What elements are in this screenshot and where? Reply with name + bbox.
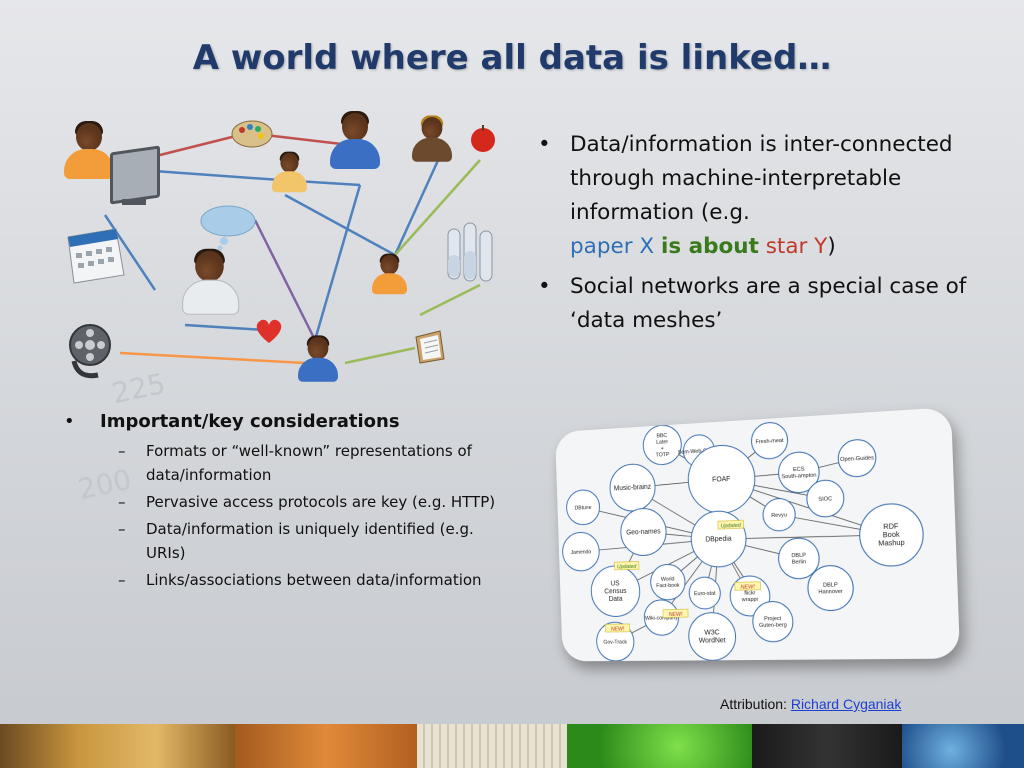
diagram-node (806, 479, 844, 517)
bottom-photo-strip (0, 724, 1024, 768)
person-icon (182, 248, 244, 328)
chalkboard-photo (752, 724, 902, 768)
diagram-node (752, 601, 793, 642)
diagram-node-label: flickrwrappr (741, 590, 758, 603)
diagram-node (763, 498, 796, 532)
diagram-node-label: Revyu (771, 512, 787, 519)
diagram-node (751, 422, 788, 460)
list-item: Pervasive access protocols are key (e.g.… (64, 490, 504, 514)
diagram-node (609, 463, 656, 512)
diagram-badge-label: Updated (617, 564, 638, 571)
green-photo (567, 724, 752, 768)
diagram-node-label: Wiki-company (645, 615, 678, 622)
diagram-node-label: DBLPBerlin (791, 553, 806, 566)
paper-x-text: paper X (570, 234, 655, 259)
list-item: Links/associations between data/informat… (64, 568, 504, 592)
test-tubes-icon (447, 222, 493, 282)
diagram-node-label: DBpedia (705, 535, 732, 543)
list-item: Formats or “well-known” representations … (64, 439, 504, 487)
computer-icon (110, 145, 160, 205)
network-links (103, 133, 481, 365)
diagram-node (778, 538, 820, 580)
diagram-node-label: Jamendo (570, 549, 591, 556)
heart-icon (256, 319, 282, 343)
linked-data-cloud-svg: BBCLater+TOTP Sem-Web-Central Fresh-meatOp… (555, 407, 960, 661)
diagram-node-label: USCensusData (604, 580, 627, 603)
diagram-node-label: Gov-Track (603, 639, 627, 645)
diagram-node-label: ProjectGuten-berg (759, 616, 787, 629)
bullet-data-interconnected: Data/information is inter-connected thro… (538, 128, 968, 264)
diagram-node (838, 439, 877, 478)
person-icon (372, 253, 407, 295)
diagram-node-label: DBtune (575, 505, 592, 512)
slide-title: A world where all data is linked… (192, 38, 832, 78)
network-illustration (50, 105, 520, 395)
diagram-node-label: DBLPHannover (818, 582, 843, 595)
is-about-text: is about (660, 234, 759, 259)
diagram-node (687, 444, 756, 515)
diagram-node (807, 565, 854, 611)
diagram-node-label: WorldFact-book (656, 577, 680, 590)
diagram-badge (718, 520, 744, 529)
diagram-node (620, 508, 667, 557)
paper-photo (417, 724, 567, 768)
palette-icon (231, 120, 273, 148)
clipboard-icon (415, 330, 445, 364)
diagram-node-label: SIOC (818, 496, 832, 503)
diagram-node-label: Music-brainz (614, 484, 652, 493)
diagram-node (643, 424, 682, 465)
person-icon (298, 335, 338, 382)
left-bullet-list: Important/key considerations Formats or … (64, 408, 504, 592)
globe-photo (902, 724, 1024, 768)
diagram-node-label: Sem-Web-Central (678, 447, 721, 455)
books-photo (0, 724, 235, 768)
diagram-node (591, 565, 641, 617)
diagram-node-label: W3CWordNet (698, 629, 725, 644)
diagram-node (644, 600, 679, 636)
diagram-node (650, 564, 686, 600)
star-y-text: star Y (765, 234, 828, 259)
diagram-node (859, 503, 925, 567)
diagram-node-label: Open-Guides (840, 455, 875, 463)
considerations-heading: Important/key considerations (64, 408, 504, 436)
diagram-node-label: BBCLater+TOTP (655, 433, 670, 459)
diagram-node (778, 451, 820, 493)
diagram-badge-label: NEW! (740, 584, 755, 591)
bullet-social-networks: Social networks are a special case of ‘d… (538, 270, 968, 338)
attribution: Attribution: Richard Cyganiak (720, 696, 902, 712)
diagram-node-label: ECSSouth-ampton (781, 466, 816, 481)
diagram-node (688, 612, 736, 660)
person-icon (64, 121, 114, 183)
apple-icon (471, 125, 495, 152)
diagram-badge-label: NEW! (611, 626, 625, 632)
diagram-node-label: Euro-stat (694, 591, 716, 598)
attribution-link[interactable]: Richard Cyganiak (790, 696, 902, 712)
diagram-node (596, 622, 634, 661)
diagram-node-label: RDFBookMashup (878, 523, 905, 548)
calendar-icon (67, 228, 125, 284)
diagram-node (689, 577, 721, 609)
diagram-node-label: Fresh-meat (755, 438, 784, 446)
diagram-badge (735, 582, 761, 591)
diagram-badge-label: NEW! (669, 611, 683, 617)
person-icon (330, 111, 380, 173)
diagram-node (683, 434, 715, 467)
film-reel-icon (69, 324, 111, 379)
diagram-node-label: Geo-names (626, 528, 661, 536)
diagram-badge-label: Updated (720, 522, 742, 529)
right-bullet-list: Data/information is inter-connected thro… (538, 128, 968, 344)
list-item: Data/information is uniquely identified … (64, 517, 504, 565)
thought-bubble-icon (200, 205, 256, 251)
orange-photo (235, 724, 417, 768)
diagram-node-label: FOAF (712, 476, 730, 484)
person-icon (272, 151, 307, 193)
person-icon (412, 115, 452, 165)
